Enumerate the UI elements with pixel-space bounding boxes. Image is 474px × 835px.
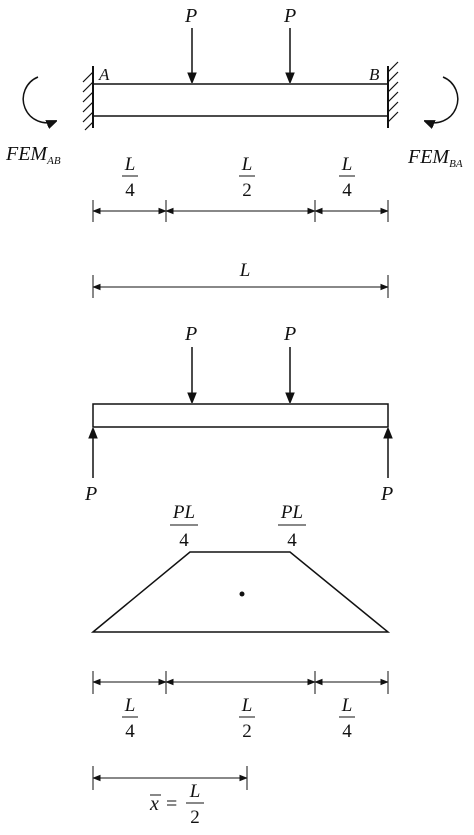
load-label-right: P xyxy=(283,5,296,27)
svg-text:4: 4 xyxy=(125,721,135,742)
moment-label-left: FEMAB xyxy=(5,143,61,167)
dim-label-total: L xyxy=(239,260,251,281)
svg-text:2: 2 xyxy=(242,721,252,742)
svg-text:4: 4 xyxy=(179,530,189,551)
fraction-seg1-b: L 4 xyxy=(122,695,138,742)
reaction-label-right: P xyxy=(380,483,393,505)
dimension-set-bottom: L 4 L 2 L 4 xyxy=(92,671,389,742)
svg-text:L: L xyxy=(341,695,353,716)
svg-text:L: L xyxy=(124,695,136,716)
fraction-seg1: L 4 xyxy=(122,154,138,201)
svg-text:2: 2 xyxy=(190,807,200,828)
svg-text:L: L xyxy=(124,154,136,175)
fixed-beam: P P A B FEMAB FEMBA xyxy=(5,5,463,170)
reaction-label-left: P xyxy=(84,483,97,505)
peak-label-right: PL 4 xyxy=(278,502,306,551)
svg-text:2: 2 xyxy=(242,180,252,201)
load-label-left: P xyxy=(184,5,197,27)
svg-text:L: L xyxy=(189,781,201,802)
moment-arrow-left xyxy=(22,76,56,123)
svg-text:PL: PL xyxy=(280,502,303,523)
moment-arrow-right xyxy=(425,76,459,123)
centroid-dot xyxy=(239,591,245,597)
load-label-left-2: P xyxy=(184,323,197,345)
right-fixed-support xyxy=(387,61,399,128)
left-fixed-support xyxy=(82,66,94,131)
fraction-seg3: L 4 xyxy=(339,154,355,201)
svg-text:L: L xyxy=(341,154,353,175)
fraction-seg2-b: L 2 xyxy=(239,695,255,742)
support-label-a: A xyxy=(98,65,110,84)
moment-label-right: FEMBA xyxy=(407,146,463,170)
svg-text:4: 4 xyxy=(125,180,135,201)
fraction-seg2: L 2 xyxy=(239,154,255,201)
centroid-dimension: x = L 2 xyxy=(92,766,248,828)
peak-label-left: PL 4 xyxy=(170,502,198,551)
support-label-b: B xyxy=(369,65,380,84)
svg-text:4: 4 xyxy=(287,530,297,551)
simple-beam: P P P P xyxy=(84,323,393,505)
beam-body xyxy=(92,83,389,117)
svg-text:PL: PL xyxy=(172,502,195,523)
bending-moment-diagram: PL 4 PL 4 xyxy=(90,502,391,633)
svg-text:x: x xyxy=(149,793,159,815)
svg-text:4: 4 xyxy=(342,180,352,201)
moment-trapezoid xyxy=(90,551,391,633)
simple-beam-body xyxy=(92,403,389,428)
dimension-set-top: L 4 L 2 L 4 L xyxy=(92,154,389,298)
svg-text:L: L xyxy=(241,154,253,175)
svg-text:L: L xyxy=(241,695,253,716)
load-label-right-2: P xyxy=(283,323,296,345)
svg-text:4: 4 xyxy=(342,721,352,742)
svg-text:=: = xyxy=(166,793,177,815)
centroid-equation: x = L 2 xyxy=(149,781,204,828)
fraction-seg3-b: L 4 xyxy=(339,695,355,742)
